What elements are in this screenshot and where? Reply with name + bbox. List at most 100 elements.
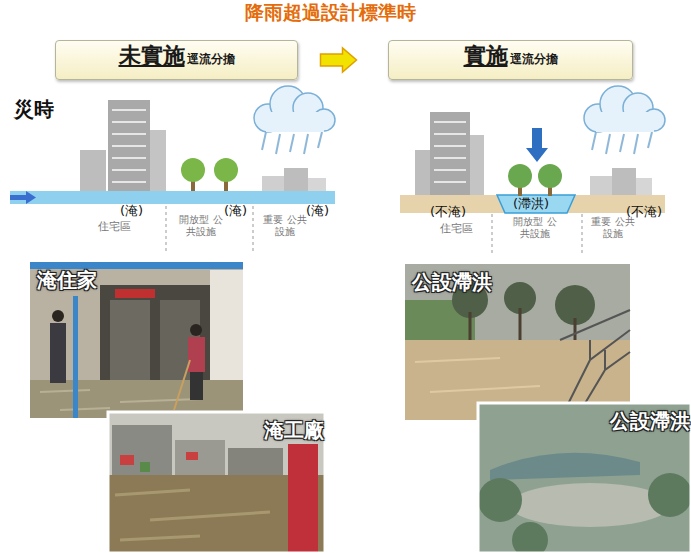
right-rain-cloud <box>648 132 652 148</box>
photo-misty-detention <box>478 403 691 553</box>
photo-misty-detention <box>648 473 691 517</box>
header-main-text: 未實施 <box>119 41 185 71</box>
left-buildings <box>112 121 146 123</box>
photo-flooded-factory <box>175 440 225 475</box>
left-buildings <box>108 100 150 196</box>
photo-misty-detention <box>478 403 691 553</box>
photo-caption: 公設滯洪 <box>485 408 690 435</box>
left-buildings <box>112 145 146 147</box>
photo-misty-detention <box>478 478 522 522</box>
photo-flooded-factory <box>108 412 325 553</box>
flood-status-label: (不淹) <box>430 205 466 220</box>
photo-misty-detention <box>510 483 670 527</box>
right-buildings <box>415 112 484 195</box>
photo-misty-detention <box>478 403 691 553</box>
left-buildings <box>80 100 166 196</box>
zone-divider <box>166 206 167 252</box>
right-rain-cloud <box>584 86 665 154</box>
right-buildings <box>415 150 430 195</box>
right-public-buildings <box>636 178 652 195</box>
left-buildings <box>112 110 146 182</box>
left-flood-water <box>10 191 36 204</box>
photo-caption: 淹工廠 <box>115 417 324 444</box>
photo-caption: 淹住家 <box>37 267 242 294</box>
photo-park-detention <box>519 308 522 345</box>
photo-flooded-factory <box>228 448 283 475</box>
left-flood-water <box>10 191 335 204</box>
right-public-buildings <box>612 168 636 195</box>
right-buildings <box>434 157 466 159</box>
left-rain-cloud <box>254 86 335 154</box>
right-rain-cloud <box>592 132 596 150</box>
right-buildings <box>430 112 470 195</box>
left-rain-cloud <box>276 134 280 154</box>
left-buildings <box>150 130 166 196</box>
left-rain-cloud <box>304 134 308 154</box>
right-rain-cloud <box>592 132 652 154</box>
photo-misty-detention <box>490 453 640 480</box>
diagram-title: 降雨超過設計標準時 <box>0 2 661 24</box>
right-trees <box>508 164 532 188</box>
photo-flooded-home <box>50 323 66 383</box>
zone-label: 重要 公共設施 <box>262 214 308 237</box>
down-arrow <box>526 128 548 162</box>
block-arrow <box>321 48 357 72</box>
photo-box: 淹住家 <box>30 262 249 418</box>
photo-flooded-home <box>188 337 205 372</box>
flood-status-label: (不淹) <box>626 205 662 220</box>
photo-flooded-home <box>73 296 78 418</box>
left-buildings <box>112 169 146 171</box>
photo-flooded-factory <box>150 512 270 520</box>
left-rain-cloud <box>262 132 322 154</box>
left-trees <box>181 158 205 182</box>
right-buildings <box>434 181 466 183</box>
right-rain-cloud <box>584 86 665 132</box>
photo-flooded-factory <box>288 444 318 553</box>
right-buildings <box>434 133 466 135</box>
left-buildings <box>112 157 146 159</box>
right-public-buildings <box>590 176 612 195</box>
photo-box: 淹工廠 <box>108 412 331 553</box>
right-rain-cloud <box>620 134 624 152</box>
header-main-text: 實施 <box>464 41 508 71</box>
photo-flooded-home <box>210 270 243 390</box>
right-buildings <box>434 169 466 171</box>
zone-label: 重要 公共設施 <box>590 216 636 239</box>
zone-divider <box>492 214 493 256</box>
right-buildings <box>434 121 466 123</box>
photo-flooded-factory <box>115 490 270 540</box>
photo-box: 公設滯洪 <box>478 403 691 553</box>
photo-flooded-home <box>40 390 90 392</box>
photo-flooded-factory <box>112 425 172 475</box>
right-buildings <box>434 122 466 182</box>
photo-flooded-factory <box>108 412 325 553</box>
flood-status-label: (淹) <box>120 204 143 219</box>
photo-flooded-factory <box>120 455 134 465</box>
flood-status-label: (淹) <box>306 204 329 219</box>
photo-caption: 公設滯洪 <box>412 269 629 296</box>
photo-flooded-factory <box>140 462 150 472</box>
header-box: 實施逕流分擔 <box>388 40 633 80</box>
right-public-buildings <box>590 168 652 195</box>
left-rain-cloud <box>262 132 266 150</box>
right-buildings <box>434 145 466 147</box>
photo-misty-detention <box>512 522 548 553</box>
photo-flooded-home <box>30 262 243 418</box>
photo-flooded-home <box>30 262 243 269</box>
left-buildings <box>80 150 106 196</box>
header-sub-text: 逕流分擔 <box>187 51 235 68</box>
photo-park-detention <box>415 358 540 392</box>
photo-flooded-home <box>110 300 150 380</box>
scenario-label: 災時 <box>14 98 54 121</box>
photo-park-detention <box>430 386 540 392</box>
photo-park-detention <box>470 308 575 345</box>
photo-park-detention <box>405 264 630 420</box>
zone-label: 住宅區 <box>440 223 473 236</box>
zone-divider <box>253 206 254 252</box>
photo-flooded-home <box>60 408 110 410</box>
photo-flooded-home <box>30 262 243 418</box>
right-rain-cloud <box>596 112 654 132</box>
photo-flooded-home <box>190 324 202 336</box>
photo-flooded-factory <box>186 452 198 460</box>
